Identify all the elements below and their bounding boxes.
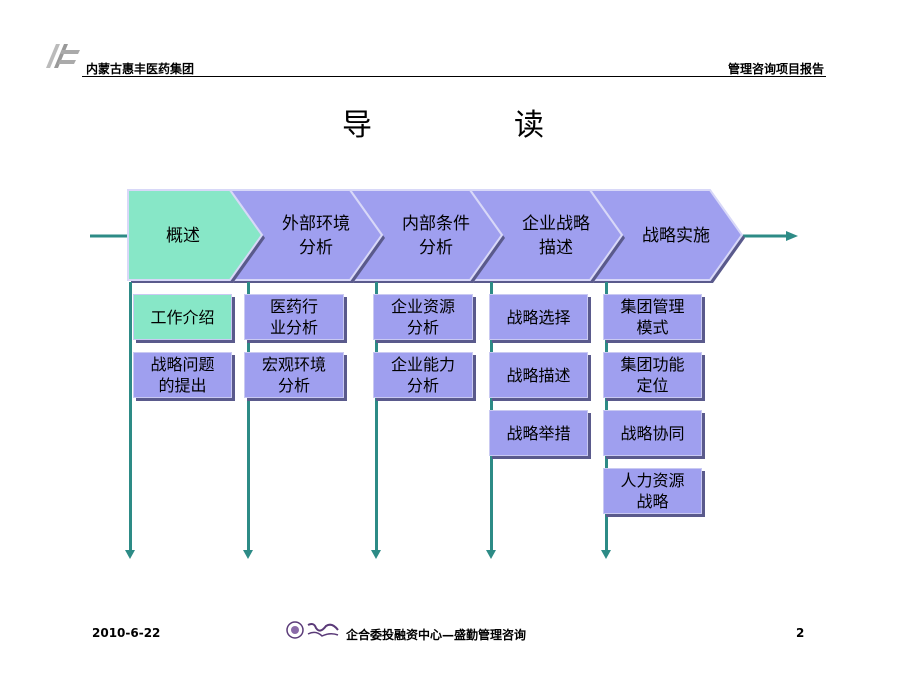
sub-item-label: 战略问题 [150, 355, 215, 374]
step-label: 外部环境 [282, 214, 350, 234]
sub-item-box: 战略举措 [489, 410, 588, 456]
sub-item-label: 集团管理 [620, 297, 685, 316]
sub-item-label: 集团功能 [620, 355, 685, 374]
sub-item-label: 战略 [636, 492, 669, 511]
column-arrowhead [486, 550, 496, 559]
sub-item-box: 集团功能定位 [603, 352, 702, 398]
footer-date: 2010-6-22 [92, 626, 161, 640]
header-rule [82, 76, 826, 77]
sub-item-box: 医药行业分析 [244, 294, 344, 340]
sub-item-label: 战略协同 [620, 423, 685, 443]
sub-item-label: 企业能力 [390, 355, 455, 374]
column-arrowhead [371, 550, 381, 559]
header-logo [40, 40, 82, 72]
column-arrowhead [125, 550, 135, 559]
sub-item-label: 战略描述 [506, 365, 571, 385]
flow-end-arrowhead [786, 231, 798, 241]
sub-item-label: 分析 [406, 376, 439, 395]
sub-item-label: 业分析 [269, 318, 318, 337]
column-line [247, 282, 250, 550]
sub-item-label: 分析 [277, 376, 310, 395]
sub-item-label: 工作介绍 [150, 307, 215, 327]
sub-item-label: 医药行 [269, 297, 318, 316]
column-line [129, 282, 132, 550]
column-arrowhead [243, 550, 253, 559]
sub-item-label: 人力资源 [620, 471, 685, 490]
sub-item-box: 战略问题的提出 [133, 352, 232, 398]
report-type: 管理咨询项目报告 [727, 62, 824, 76]
sub-item-box: 企业能力分析 [373, 352, 473, 398]
title-right: 读 [514, 108, 544, 143]
page-number: 2 [796, 626, 805, 640]
step-label: 战略实施 [642, 226, 710, 246]
sub-item-label: 战略举措 [506, 423, 571, 443]
step-label: 企业战略 [522, 214, 590, 234]
sub-item-label: 分析 [406, 318, 439, 337]
sub-item-label: 定位 [636, 376, 669, 395]
step-label: 内部条件 [402, 214, 470, 234]
step-label: 概述 [166, 226, 200, 246]
sub-item-box: 战略描述 [489, 352, 588, 398]
sub-item-box: 战略协同 [603, 410, 702, 456]
sub-item-box: 集团管理模式 [603, 294, 702, 340]
title-left: 导 [342, 108, 372, 143]
step-chevron [127, 189, 264, 281]
column-arrowhead [601, 550, 611, 559]
sub-item-box: 企业资源分析 [373, 294, 473, 340]
footer-center: 企合委投融资中心—盛勤管理咨询 [346, 628, 527, 642]
column-line [375, 282, 378, 550]
sub-item-label: 战略选择 [506, 307, 571, 327]
step-label: 分析 [419, 238, 453, 258]
step-label: 分析 [299, 238, 333, 258]
step-label: 描述 [539, 238, 573, 258]
sub-item-label: 模式 [636, 318, 669, 337]
sub-item-label: 企业资源 [390, 297, 455, 316]
sub-item-label: 宏观环境 [261, 355, 326, 374]
sub-item-box: 宏观环境分析 [244, 352, 344, 398]
sub-item-box: 人力资源战略 [603, 468, 702, 514]
sub-item-box: 工作介绍 [133, 294, 232, 340]
sub-item-label: 的提出 [158, 376, 207, 395]
sub-item-box: 战略选择 [489, 294, 588, 340]
company-name: 内蒙古惠丰医药集团 [86, 62, 195, 76]
university-seal-icon [286, 620, 342, 640]
